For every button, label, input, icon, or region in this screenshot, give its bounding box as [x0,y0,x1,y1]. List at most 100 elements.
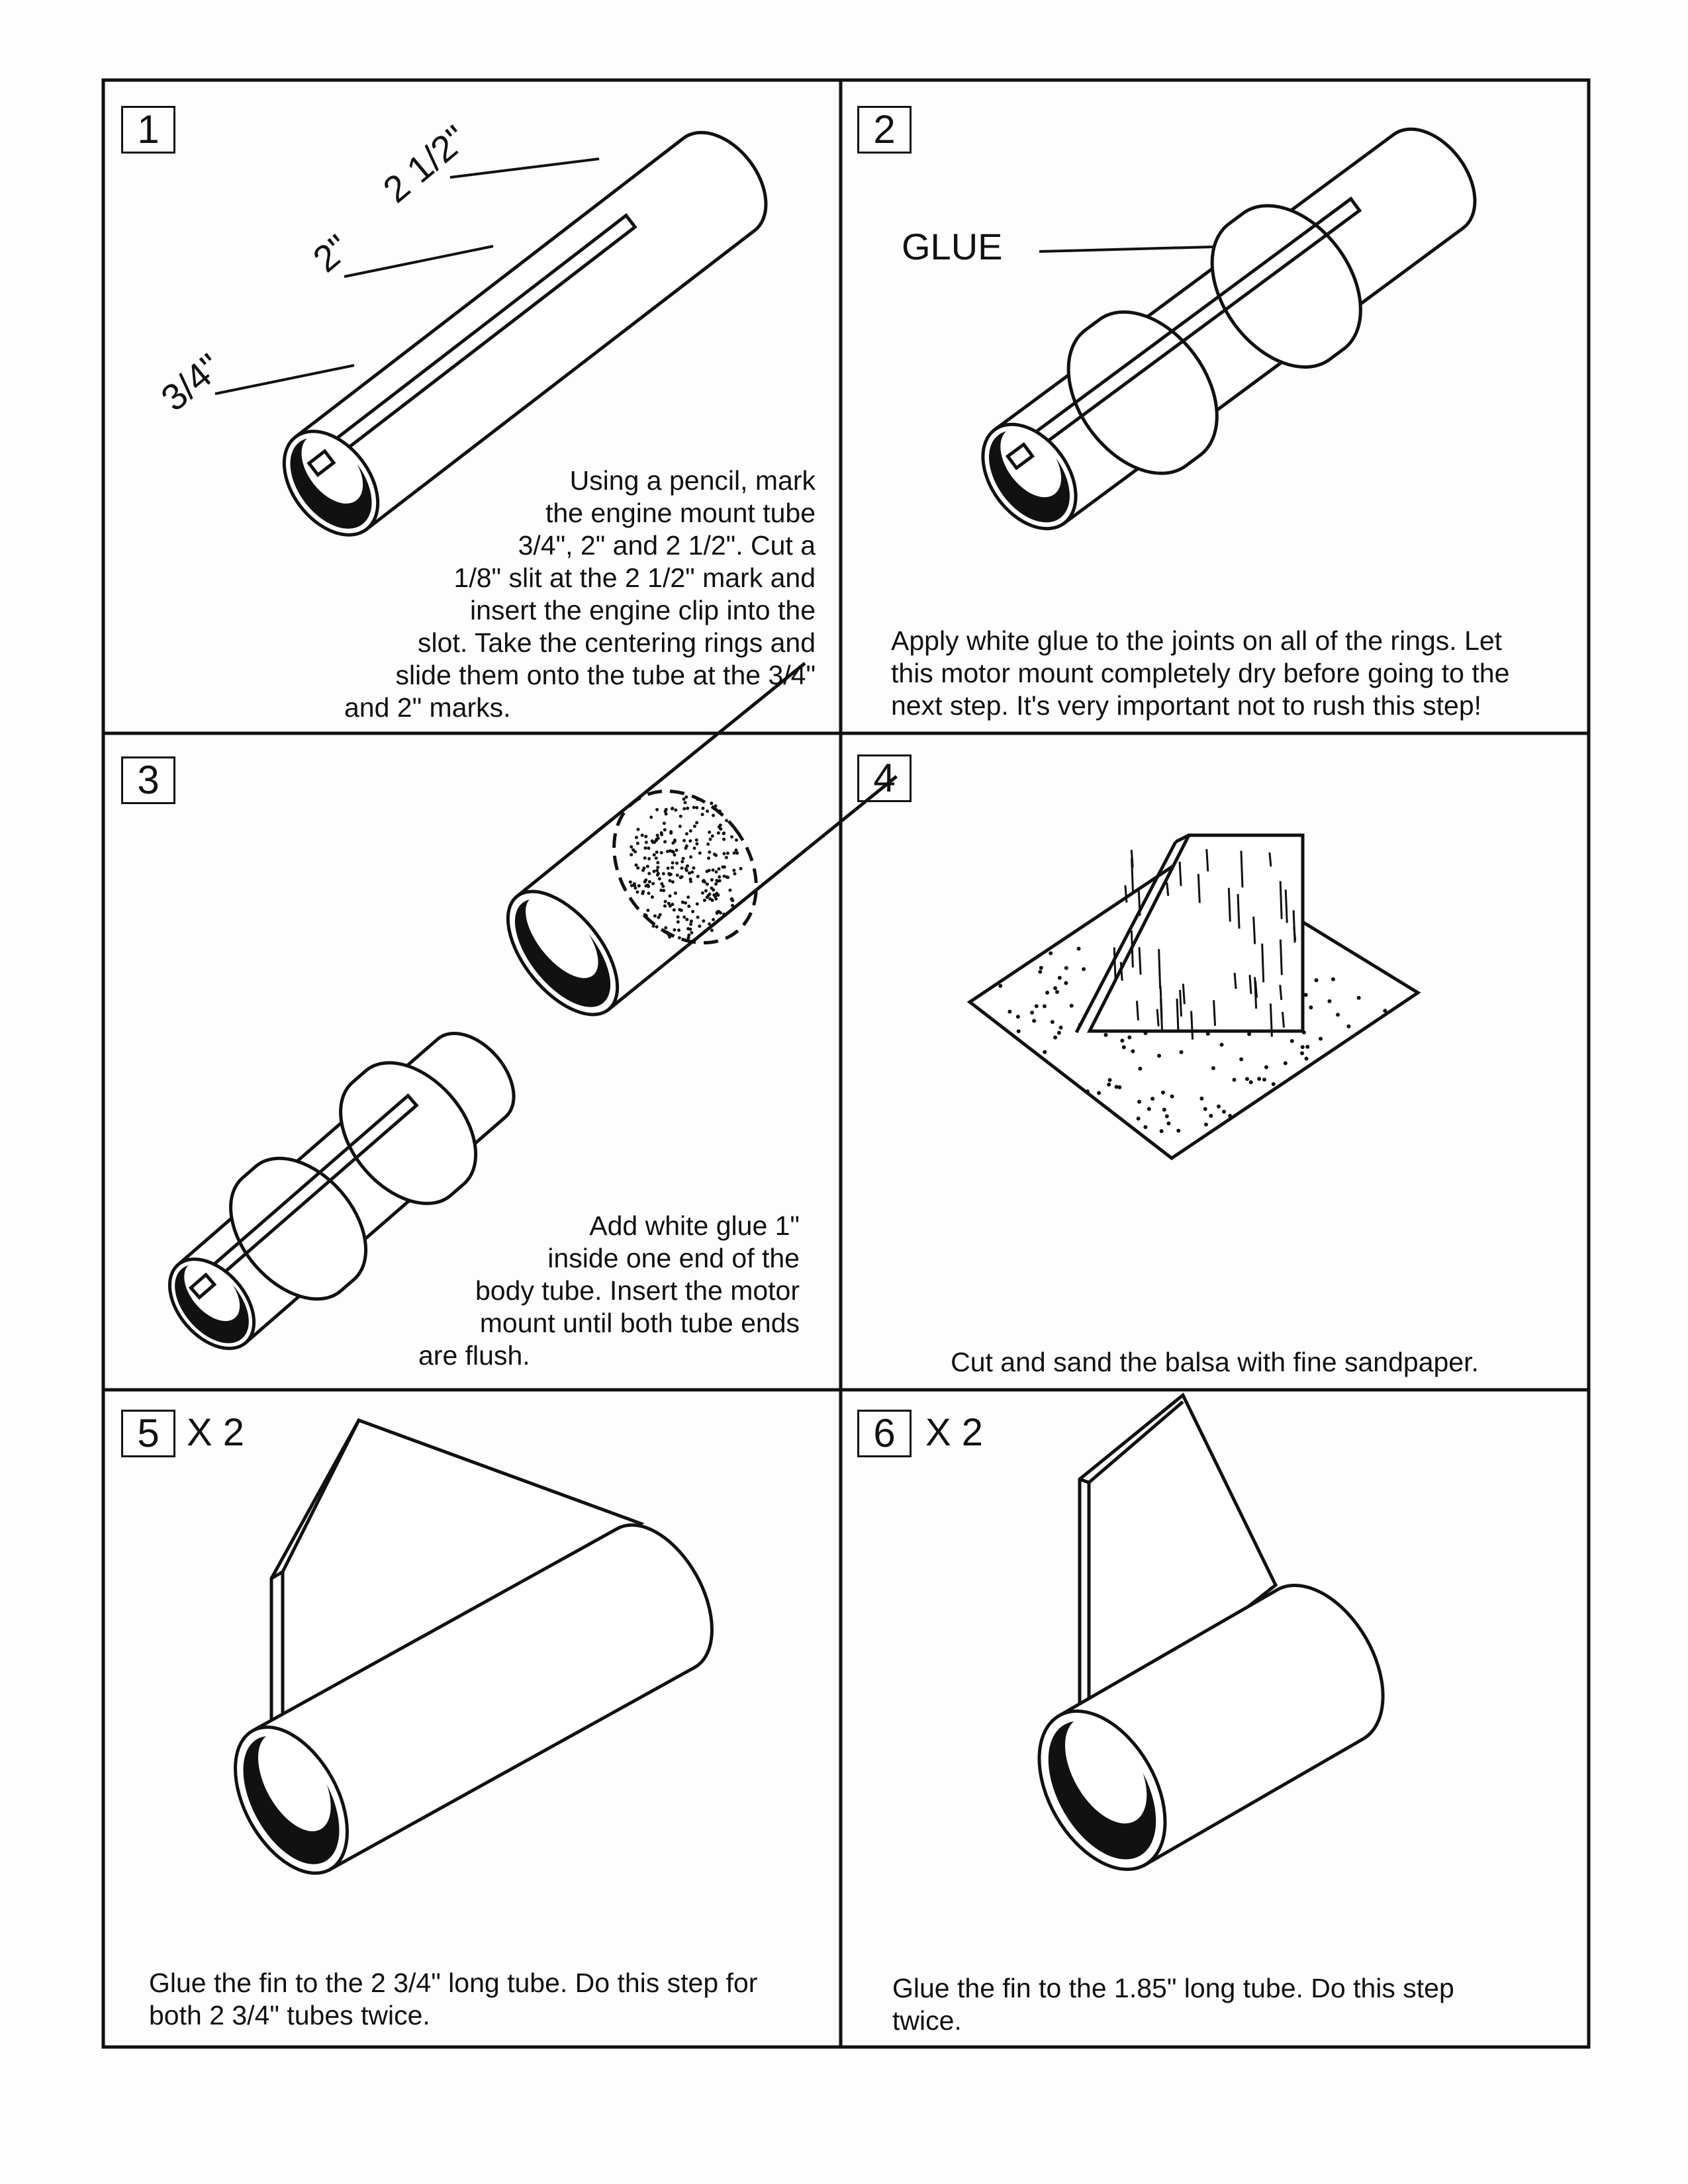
text-line: 3/4", 2" and 2 1/2". Cut a [518,530,816,561]
glue-dot [686,927,690,931]
glue-dot [708,897,712,901]
centering-ring [1210,204,1362,369]
sandpaper-grit [1309,1005,1313,1010]
wood-grain [1213,1000,1217,1026]
glue-dot [673,839,677,842]
glue-dot [690,931,694,934]
glue-dot [708,837,712,841]
glue-dot [685,917,689,921]
glue-dot [668,904,672,908]
glue-dot [686,806,690,810]
sandpaper-grit [1244,1077,1249,1081]
glue-dot [675,874,679,878]
wood-grain [1284,889,1288,923]
glue-dot [632,848,635,852]
sandpaper-grit [1034,1004,1039,1009]
glue-dot [700,891,704,895]
sandpaper-grit [1331,977,1335,981]
glue-dot [702,919,706,923]
engine-mount-tube [282,130,768,537]
glue-dot [656,860,660,864]
glue-dot [689,922,693,926]
glue-dot [647,857,651,861]
sandpaper-grit [1271,1082,1276,1087]
glue-dot [652,853,656,857]
glue-dot [716,831,720,835]
text-line: mount until both tube ends [479,1308,800,1338]
glue-dot [664,926,668,930]
sandpaper-grit [1056,1030,1061,1035]
glue-dot [684,832,688,836]
glue-dot [681,856,685,860]
glue-dot [688,839,692,843]
glue-dot [712,813,716,817]
sandpaper-grit [1064,966,1068,970]
glue-dot [739,867,743,871]
glue-dot [671,861,675,865]
glue-dot [661,884,665,888]
glue-dot [658,913,662,917]
glue-dot [644,841,648,844]
glue-dot [657,877,661,881]
glue-dot [671,866,675,870]
glue-label: GLUE [902,226,1003,267]
glue-dot [692,824,696,828]
glue-dot [708,850,712,854]
sandpaper-grit [1232,1077,1237,1082]
glue-dot [692,805,696,809]
glue-dot [684,795,688,799]
glue-dot [677,936,681,940]
glue-dot [647,880,651,884]
step-number: 5 [121,1410,175,1457]
glue-dot [643,846,647,850]
sandpaper-grit [1170,1094,1174,1099]
sandpaper-grit [1117,1085,1122,1089]
glue-dot [663,828,667,832]
glue-dot [665,850,669,854]
glue-dot [732,851,736,855]
sandpaper-grit [1262,1077,1266,1082]
glue-dot [715,879,719,883]
glue-dot [683,801,687,805]
glue-dot [655,873,659,877]
glue-dot [655,925,659,929]
glue-dot [668,879,672,883]
glue-dot [686,895,690,899]
sandpaper-grit [1055,989,1059,994]
glue-dot [650,839,654,843]
glue-dot [698,925,702,929]
glue-dot [674,808,678,812]
wood-grain [1137,889,1141,916]
glue-dot [659,851,663,855]
glue-dot [645,864,649,868]
glue-dot [668,894,672,898]
sandpaper-grit [1247,1032,1252,1036]
glue-dot [679,814,682,818]
glue-dot [735,838,739,842]
text-line: Cut and sand the balsa with fine sandpap… [951,1347,1479,1377]
wood-grain [1279,939,1283,976]
glue-dot [672,908,676,912]
glue-dot [688,829,692,833]
glue-dot [682,839,686,842]
glue-dot [718,875,722,879]
wood-grain [1254,980,1258,998]
glue-dot [647,891,651,895]
glue-dot [717,867,721,871]
glue-dot [712,852,716,856]
leader-line [449,158,600,179]
glue-dot [708,830,712,834]
engine-clip [310,213,637,471]
glue-dot [733,872,737,876]
glue-dot [637,884,641,888]
glue-dot [671,903,675,907]
glue-dot [636,827,640,831]
glue-dot [663,899,667,903]
glue-dot [680,900,684,904]
glue-dot [688,878,692,882]
sandpaper-grit [1356,995,1361,1000]
text-line: the engine mount tube [545,498,816,528]
text-line: Glue the fin to the 1.85" long tube. Do … [892,1973,1454,2003]
sandpaper-grit [1164,1114,1169,1118]
wood-grain [1138,947,1142,975]
